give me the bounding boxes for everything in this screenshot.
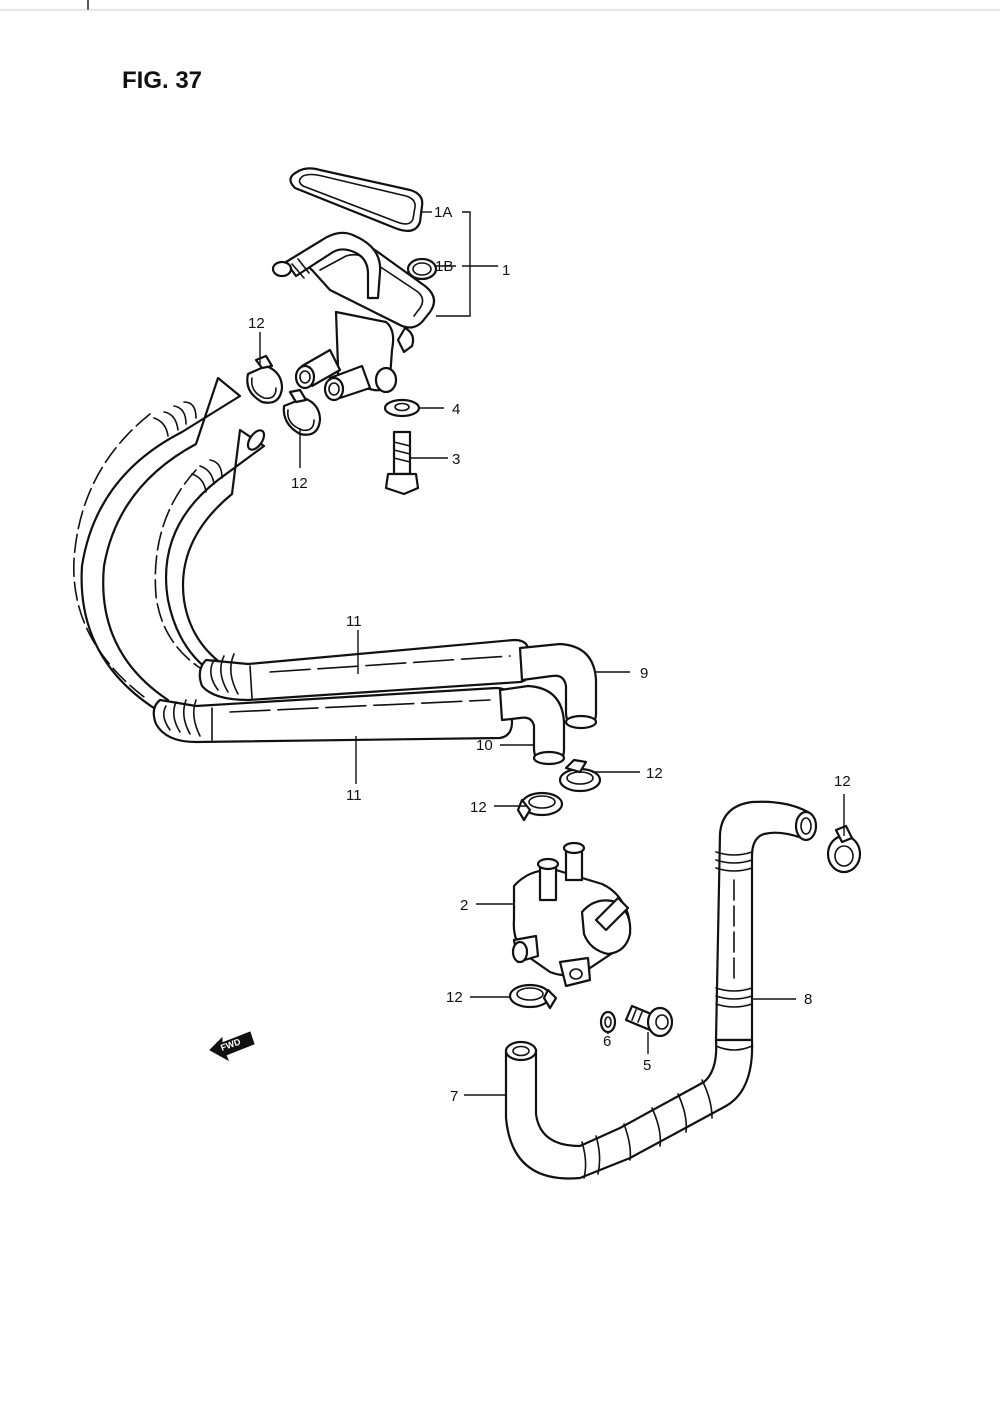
part-12-hose-clamp-mid-lower: [516, 791, 564, 822]
part-11-fuel-hose-upper: [154, 428, 532, 702]
part-6-washer: [599, 1010, 617, 1034]
part-1a-gasket: [289, 167, 424, 233]
part-12-hose-clamp-top-right: [282, 388, 322, 436]
forward-direction-arrow: FWD: [209, 1031, 255, 1062]
part-9-elbow-hose: [518, 642, 598, 730]
callout-12-d: 12: [470, 799, 487, 816]
callout-8: 8: [804, 991, 812, 1008]
callout-3: 3: [452, 451, 460, 468]
callout-5: 5: [643, 1057, 651, 1074]
part-12-hose-clamp-mid-upper: [558, 758, 602, 793]
callout-12-c: 12: [646, 765, 663, 782]
figure-title: FIG. 37: [122, 67, 202, 94]
leader-lines: [259, 211, 845, 1096]
part-3-bolt: [384, 430, 420, 496]
callout-11-lower: 11: [346, 787, 362, 804]
part-12-hose-clamp-top-left: [246, 354, 284, 404]
callout-7: 7: [450, 1088, 458, 1105]
part-5-screw: [624, 1004, 674, 1038]
callout-6: 6: [603, 1033, 611, 1050]
callout-4: 4: [452, 401, 460, 418]
part-12-hose-clamp-lower: [508, 983, 558, 1010]
callout-labels: 1A 1B 1 12 4 3 12 11 9 10 11 12 12 12 2 …: [248, 204, 851, 1105]
callout-2: 2: [460, 897, 468, 914]
part-8-fuel-hose: [714, 800, 818, 1042]
part-1-fuel-cock-assembly: [271, 231, 436, 402]
part-4-washer: [383, 398, 421, 418]
callout-11-upper: 11: [346, 613, 362, 630]
callout-12-b: 12: [291, 475, 308, 492]
part-2-fuel-valve: [511, 841, 632, 988]
callout-10: 10: [476, 737, 493, 754]
callout-1a: 1A: [434, 204, 452, 221]
callout-9: 9: [640, 665, 648, 682]
callout-1b: 1B: [435, 258, 453, 275]
callout-12-a: 12: [248, 315, 265, 332]
part-10-elbow-hose: [498, 684, 566, 766]
callout-12-f: 12: [446, 989, 463, 1006]
part-11-fuel-hose-lower: [73, 376, 514, 744]
callout-12-e: 12: [834, 773, 851, 790]
part-7-fuel-hose: [504, 1038, 754, 1180]
callout-1: 1: [502, 262, 510, 279]
part-1b-o-ring: [406, 257, 438, 281]
